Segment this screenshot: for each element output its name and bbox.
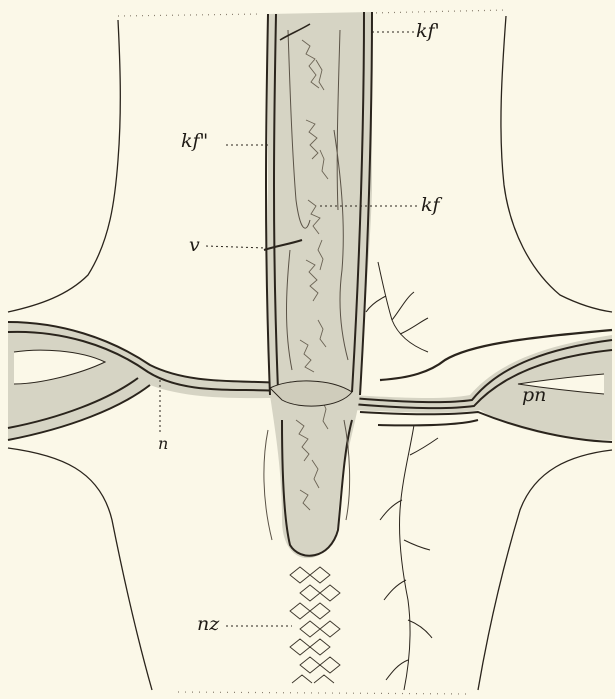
label-kf-double-prime: kf"	[181, 132, 208, 151]
label-n: n	[158, 436, 168, 452]
label-kf-prime: kf'	[416, 22, 440, 41]
label-v: v	[189, 236, 200, 255]
label-kf: kf	[421, 196, 440, 215]
label-pn: pn	[522, 386, 546, 405]
label-nz: nz	[197, 615, 219, 634]
